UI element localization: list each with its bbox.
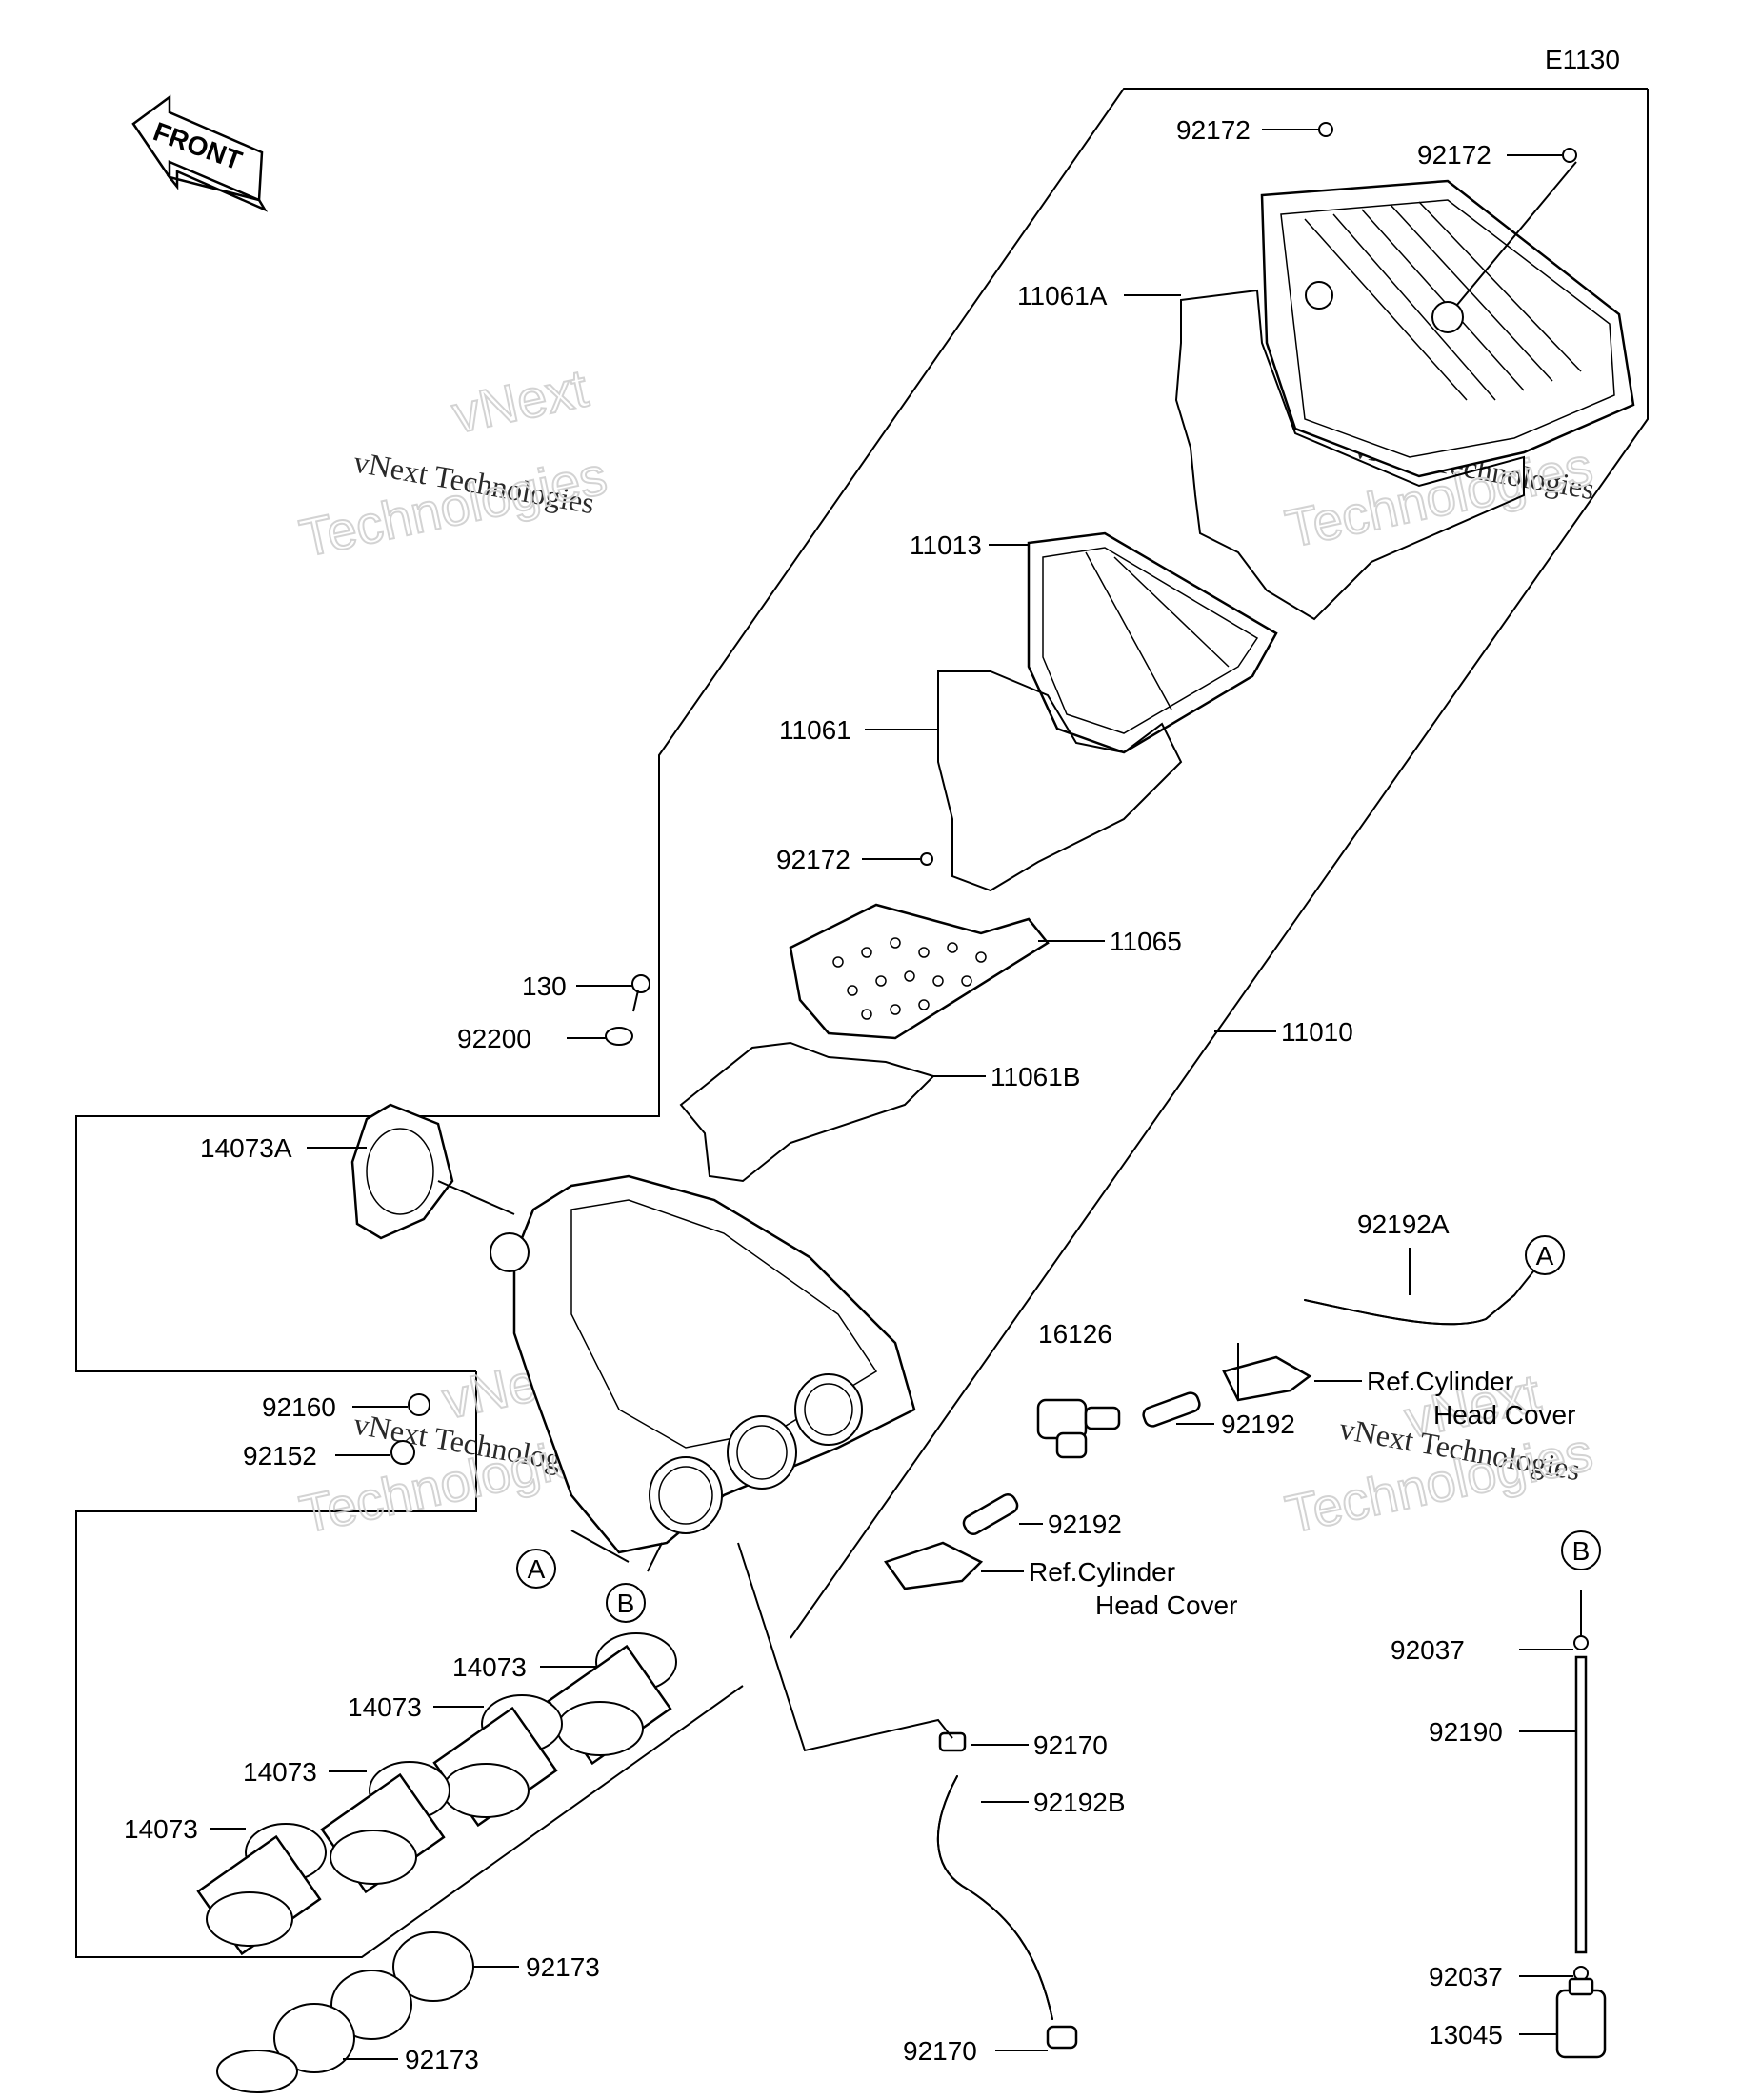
washer-92200 [605, 1027, 633, 1046]
air-cleaner-cover [1260, 179, 1635, 478]
svg-text:A: A [528, 1554, 546, 1584]
ref-cylinder-fitting-upper [1222, 1355, 1312, 1402]
screw-92172-mid [920, 852, 933, 866]
clamp-92173-group [216, 1931, 474, 2093]
front-arrow-icon: FRONT [131, 94, 269, 212]
svg-text:vNext: vNext [447, 357, 593, 444]
svg-text:92152: 92152 [243, 1441, 317, 1470]
svg-text:92037: 92037 [1429, 1962, 1503, 1991]
gasket-11061a [1174, 289, 1525, 621]
svg-text:92192: 92192 [1221, 1410, 1295, 1439]
svg-text:14073A: 14073A [200, 1133, 292, 1163]
watermark: vNext vNext Technologies Technologies vN… [293, 356, 1598, 1545]
screw-92172-top-right [1562, 148, 1577, 163]
svg-text:14073: 14073 [243, 1757, 317, 1787]
ref-cylinder-head-cover-upper: Ref.Cylinder Head Cover [1367, 1367, 1575, 1430]
assembly-frame [75, 88, 1649, 1958]
ref-cylinder-fitting-lower [883, 1541, 984, 1590]
svg-text:A: A [1536, 1241, 1554, 1270]
bracket-14073a [350, 1103, 454, 1240]
funnel-14073-2 [432, 1694, 563, 1828]
funnel-14073-4 [196, 1823, 327, 1956]
svg-text:92192: 92192 [1048, 1510, 1122, 1539]
svg-text:11065: 11065 [1110, 927, 1182, 956]
leader-lines [210, 129, 1582, 2060]
svg-text:Head Cover: Head Cover [1095, 1590, 1237, 1620]
drain-tube-92190 [1574, 1655, 1588, 1954]
svg-text:92192A: 92192A [1357, 1210, 1450, 1239]
collar-92152 [390, 1440, 415, 1465]
svg-text:11061A: 11061A [1017, 281, 1108, 310]
svg-text:130: 130 [522, 971, 567, 1001]
svg-text:92172: 92172 [1176, 115, 1251, 145]
svg-text:Ref.Cylinder: Ref.Cylinder [1367, 1367, 1513, 1396]
connector-a-top: A [1525, 1235, 1565, 1275]
air-cleaner-housing [490, 1174, 916, 1554]
svg-text:92172: 92172 [1417, 140, 1491, 170]
clip-92170-upper [938, 1731, 967, 1752]
air-filter-element [1027, 531, 1278, 754]
svg-text:13045: 13045 [1429, 2020, 1503, 2050]
svg-text:Head Cover: Head Cover [1433, 1400, 1575, 1430]
svg-text:11061: 11061 [779, 715, 851, 745]
svg-text:Ref.Cylinder: Ref.Cylinder [1029, 1557, 1175, 1587]
svg-text:92173: 92173 [526, 1952, 600, 1982]
svg-text:11061B: 11061B [991, 1062, 1080, 1091]
ref-cylinder-head-cover-lower: Ref.Cylinder Head Cover [1029, 1557, 1237, 1620]
svg-text:16126: 16126 [1038, 1319, 1112, 1349]
clip-92037-upper [1573, 1635, 1589, 1650]
svg-text:92200: 92200 [457, 1024, 531, 1053]
svg-text:92192B: 92192B [1033, 1788, 1126, 1817]
part-labels: 92172 92172 11061A 11013 11061 92172 110… [124, 115, 1503, 2074]
svg-text:92190: 92190 [1429, 1717, 1503, 1747]
clip-92170-lower [1046, 2025, 1078, 2050]
connector-b-right: B [1561, 1530, 1601, 1570]
svg-text:B: B [1572, 1536, 1591, 1566]
hose-92192-lower [962, 1493, 1019, 1535]
nut-92160 [408, 1393, 430, 1416]
svg-text:92037: 92037 [1391, 1635, 1465, 1665]
gasket-11061b [679, 1041, 935, 1183]
diagram-code: E1130 [1545, 45, 1620, 74]
svg-text:92172: 92172 [776, 845, 850, 874]
svg-text:B: B [617, 1589, 635, 1618]
connector-b-mid: B [606, 1583, 646, 1623]
bolt-130 [631, 974, 650, 1012]
svg-text:14073: 14073 [348, 1692, 422, 1722]
svg-text:11013: 11013 [910, 530, 982, 560]
svg-text:11010: 11010 [1281, 1017, 1353, 1047]
svg-text:92170: 92170 [903, 2036, 977, 2066]
svg-text:14073: 14073 [124, 1814, 198, 1844]
svg-text:92170: 92170 [1033, 1730, 1108, 1760]
plate-11065 [789, 903, 1050, 1040]
connector-a-bottom: A [516, 1549, 556, 1589]
svg-text:92160: 92160 [262, 1392, 336, 1422]
funnel-14073-3 [320, 1761, 450, 1894]
screw-92172-top-left [1318, 122, 1333, 137]
funnel-14073-1 [547, 1632, 677, 1766]
valve-16126 [1036, 1398, 1121, 1459]
svg-text:92173: 92173 [405, 2045, 479, 2074]
cap-13045 [1555, 1977, 1607, 2059]
hose-92192-upper [1142, 1391, 1201, 1428]
svg-text:14073: 14073 [452, 1652, 527, 1682]
gasket-11061 [937, 670, 1183, 892]
